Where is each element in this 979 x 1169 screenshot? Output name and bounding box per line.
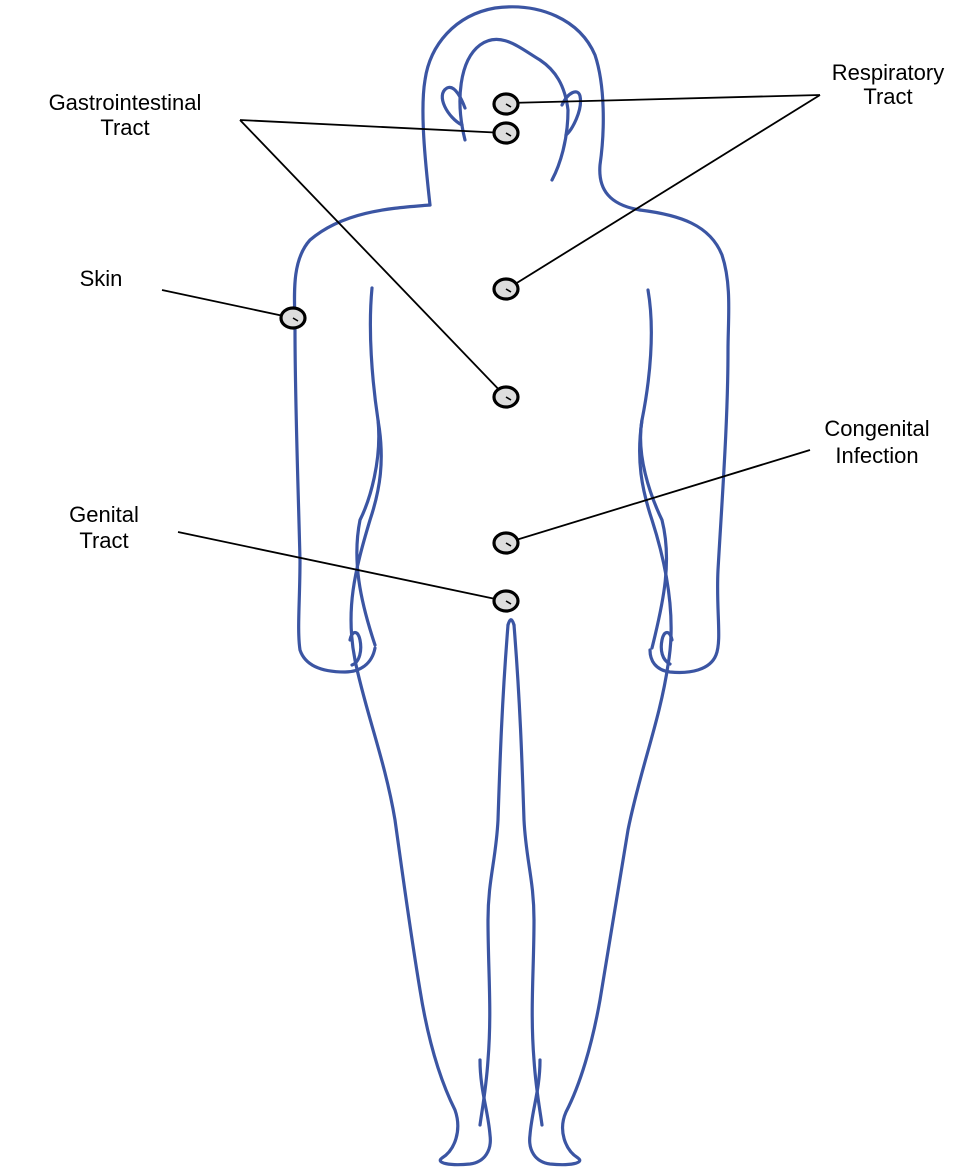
leader-genital bbox=[178, 532, 505, 601]
marker-congenital bbox=[494, 533, 518, 553]
label-gastrointestinal-line1: Gastrointestinal bbox=[49, 90, 202, 115]
label-genital-line1: Genital bbox=[69, 502, 139, 527]
marker-genital bbox=[494, 591, 518, 611]
right-inner-arm-outline bbox=[641, 290, 667, 648]
marker-respiratory-chest bbox=[494, 279, 518, 299]
left-inner-arm-outline bbox=[357, 288, 379, 645]
leader-gastrointestinal-lower bbox=[240, 120, 506, 397]
label-skin: Skin bbox=[80, 266, 123, 291]
leader-gastrointestinal-upper bbox=[240, 120, 505, 133]
leader-congenital bbox=[506, 450, 810, 543]
label-respiratory-line2: Tract bbox=[863, 84, 912, 109]
crotch-outline bbox=[508, 620, 514, 625]
body-outline bbox=[294, 7, 728, 1165]
marker-respiratory-nasal bbox=[494, 94, 518, 114]
left-torso-leg-outline bbox=[351, 420, 490, 1165]
left-inner-leg-outline bbox=[480, 625, 508, 1125]
label-congenital-line2: Infection bbox=[835, 443, 918, 468]
leader-skin bbox=[162, 290, 293, 318]
label-genital-line2: Tract bbox=[79, 528, 128, 553]
marker-gastrointestinal-abdomen bbox=[494, 387, 518, 407]
right-ear-outline bbox=[562, 92, 581, 135]
marker-gastrointestinal-oral bbox=[494, 123, 518, 143]
leader-respiratory-upper bbox=[508, 95, 820, 103]
hair-outline bbox=[423, 7, 640, 210]
site-markers bbox=[281, 94, 518, 611]
right-arm-outline bbox=[640, 210, 729, 672]
marker-skin bbox=[281, 308, 305, 328]
label-respiratory-line1: Respiratory bbox=[832, 60, 944, 85]
leader-respiratory-lower bbox=[507, 95, 820, 289]
label-gastrointestinal-line2: Tract bbox=[100, 115, 149, 140]
right-torso-leg-outline bbox=[530, 420, 671, 1165]
label-congenital-line1: Congenital bbox=[824, 416, 929, 441]
right-inner-leg-outline bbox=[514, 625, 542, 1125]
